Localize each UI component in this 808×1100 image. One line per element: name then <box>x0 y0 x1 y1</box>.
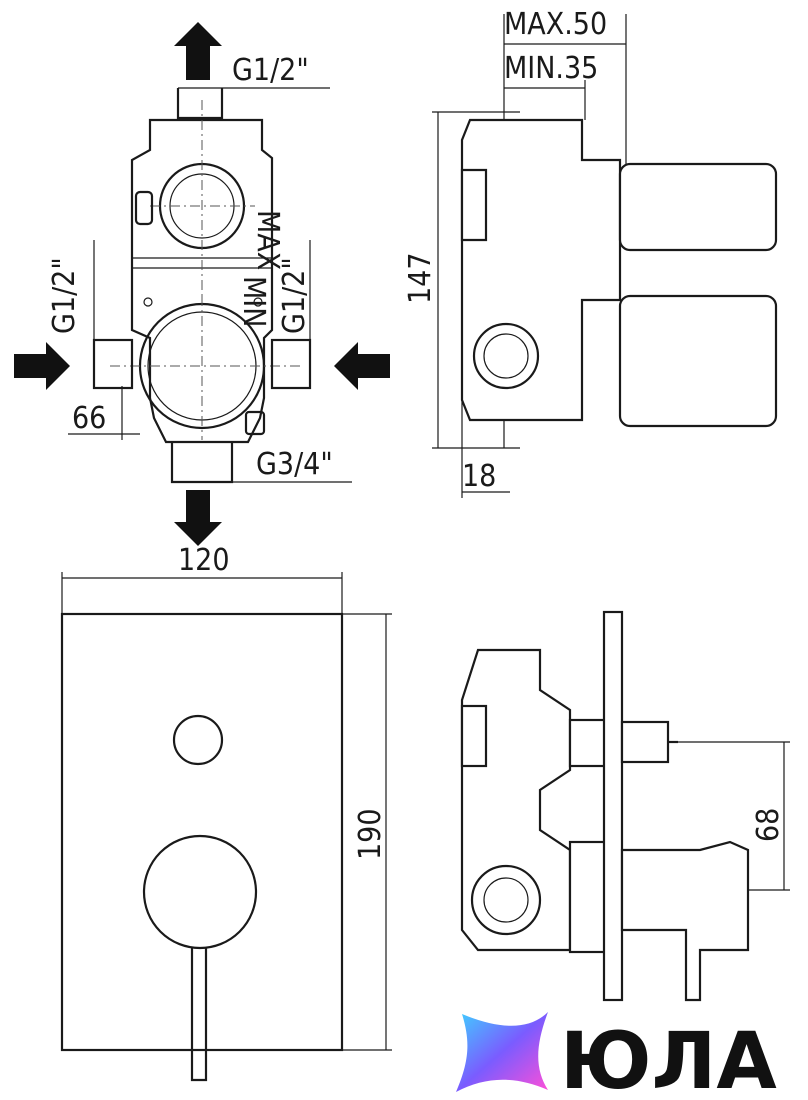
cover-plate-front-view: 120 190 <box>60 543 392 1082</box>
dim-18-label: 18 <box>462 459 496 494</box>
yula-star-icon <box>456 1012 548 1092</box>
dim-190-label: 190 <box>353 808 388 860</box>
yula-logo: ЮЛА <box>456 1012 777 1100</box>
dim-max-label: MAX.50 <box>504 7 607 42</box>
valve-front-view: G1/2" MAX MIN G1/2" G1/2" <box>14 22 390 546</box>
dim-147-label: 147 <box>403 252 438 304</box>
inlet-left-label: G1/2" <box>47 257 82 334</box>
dim-120-label: 120 <box>178 543 230 578</box>
valve-side-view: MAX.50 MIN.35 147 18 <box>403 7 778 498</box>
arrow-left-icon <box>334 342 390 390</box>
dim-66-label: 66 <box>72 401 106 436</box>
inlet-top-label: G1/2" <box>232 53 309 88</box>
outlet-bottom-label: G3/4" <box>256 447 333 482</box>
inlet-right-label: G1/2" <box>277 257 312 334</box>
dim-68-label: 68 <box>751 808 786 842</box>
arrow-down-icon <box>174 490 222 546</box>
assembly-side-view: 68 <box>460 610 790 1002</box>
dim-min-label: MIN.35 <box>504 51 598 86</box>
logo-text: ЮЛА <box>560 1017 777 1100</box>
body-marking-max: MAX <box>250 210 285 270</box>
arrow-right-icon <box>14 342 70 390</box>
arrow-up-icon <box>174 22 222 80</box>
